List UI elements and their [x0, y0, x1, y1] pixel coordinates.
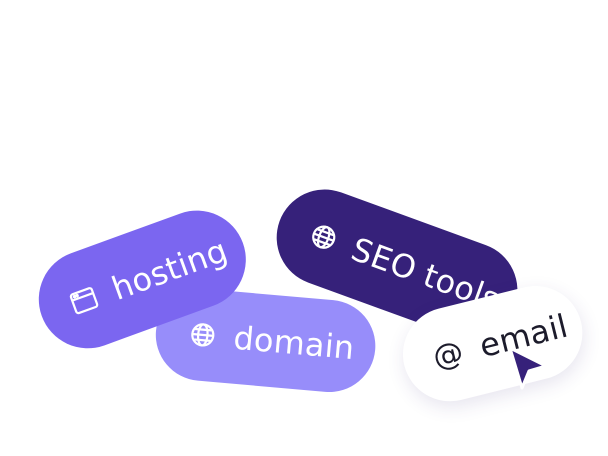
at-sign-icon: @: [429, 334, 468, 376]
tag-seo-tools[interactable]: SEO tools: [263, 176, 531, 352]
tag-label: hosting: [106, 231, 233, 308]
tag-label: domain: [232, 318, 356, 368]
pointer-arrow-icon: [500, 344, 552, 400]
globe-icon: [305, 218, 343, 256]
globe-icon: [187, 319, 220, 352]
browser-window-icon: [65, 281, 103, 319]
tag-hosting[interactable]: hosting: [25, 196, 260, 363]
tag-domain[interactable]: domain: [151, 285, 380, 396]
